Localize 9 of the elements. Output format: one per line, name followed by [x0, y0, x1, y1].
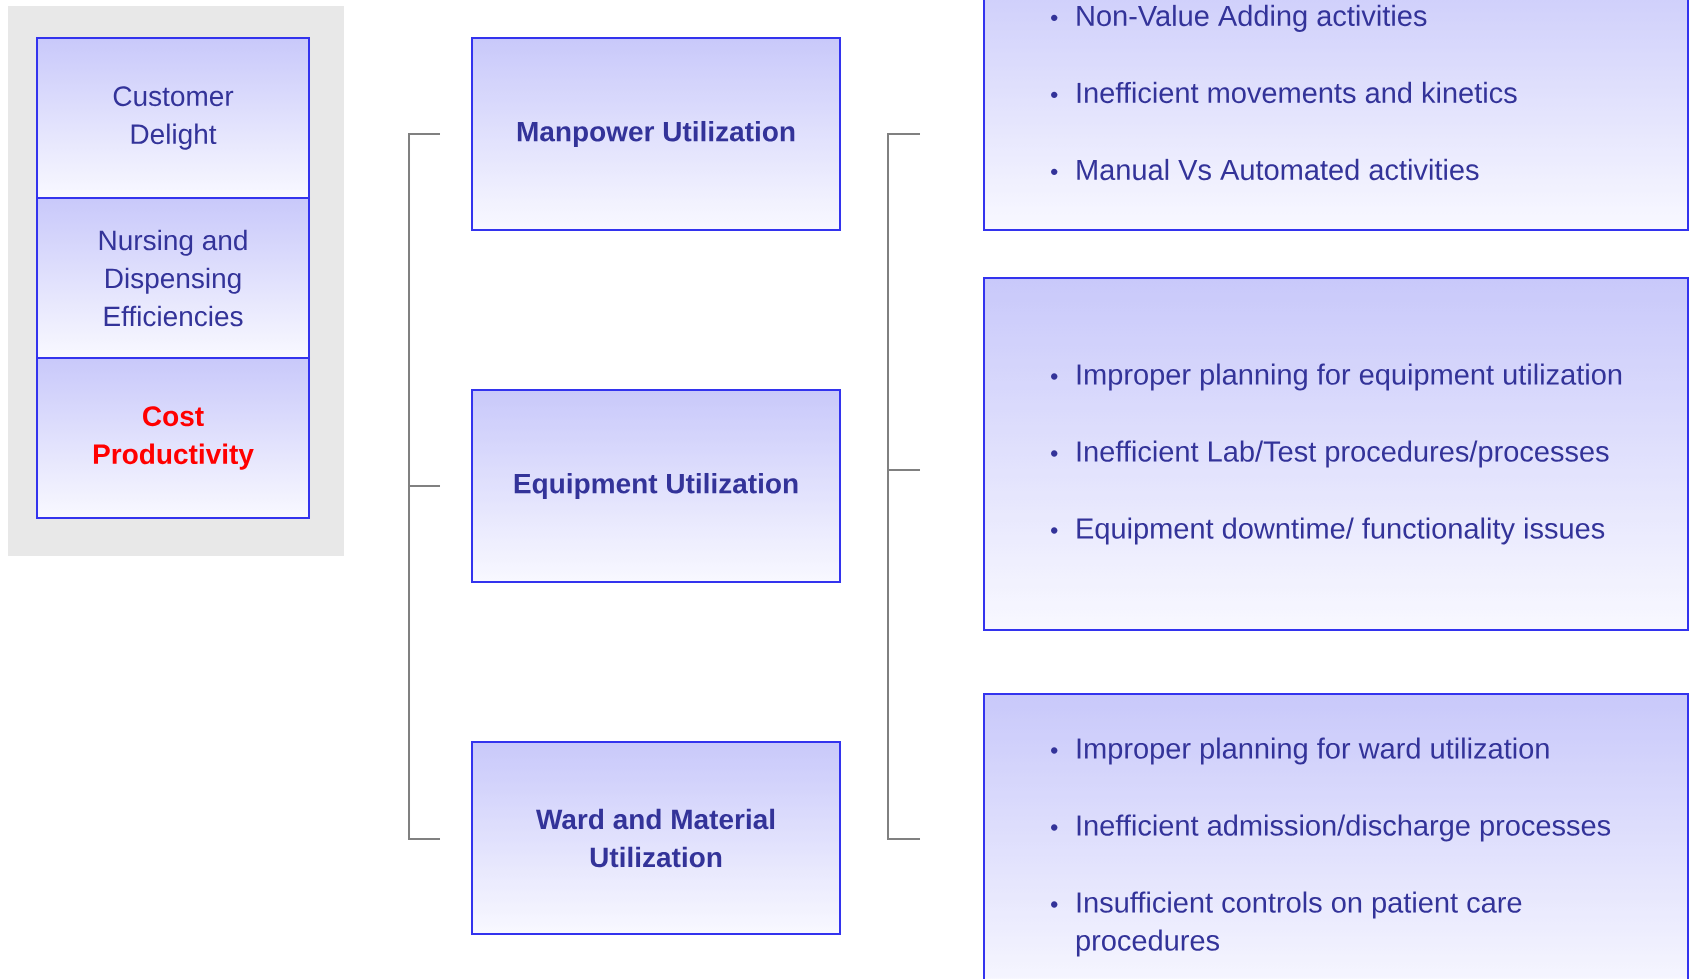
category-box: Ward and Material Utilization — [471, 741, 841, 935]
issue-list-box: Improper planning for equipment utilization Inefficient Lab/Test procedures/processes Equipment downtime/ functionality issues — [983, 277, 1689, 631]
issue-list-box: Improper planning for ward utilization Inefficient admission/discharge processes Insufficient controls on patient care procedures — [983, 693, 1689, 979]
category-box: Customer Delight — [36, 37, 310, 199]
category-box: Cost Productivity — [36, 357, 310, 519]
category-box: Nursing and Dispensing Efficiencies — [36, 197, 310, 359]
issue-list-box: Non-Value Adding activities Inefficient movements and kinetics Manual Vs Automated activities — [983, 0, 1689, 231]
category-box: Manpower Utilization — [471, 37, 841, 231]
category-box: Equipment Utilization — [471, 389, 841, 583]
